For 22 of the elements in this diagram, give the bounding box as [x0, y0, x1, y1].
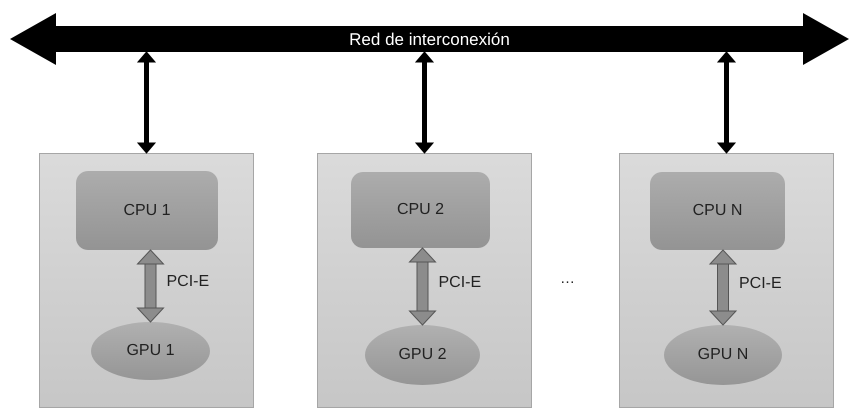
- node-label: CPU 1: [123, 200, 171, 220]
- server-box: [39, 153, 254, 408]
- double-arrow: [716, 51, 736, 154]
- node-label: GPU 2: [398, 345, 446, 365]
- double-arrow: [136, 249, 165, 323]
- node-label: GPU N: [698, 345, 748, 365]
- cpu-box: [650, 172, 785, 250]
- edge-label: PCI-E: [438, 274, 482, 290]
- server-box: [619, 153, 834, 408]
- double-arrow: [708, 249, 738, 326]
- node-label: CPU N: [692, 201, 742, 221]
- ellipsis-text: …: [560, 269, 575, 289]
- cpu-box: [351, 172, 490, 248]
- node-label: CPU 2: [396, 200, 444, 220]
- node-label: GPU 1: [126, 341, 174, 361]
- double-arrow: [414, 51, 434, 154]
- double-arrow: [136, 51, 156, 154]
- edge-label: PCI-E: [738, 276, 783, 292]
- server-box: [317, 153, 532, 408]
- double-arrow: [408, 247, 437, 326]
- node-label: Red de interconexión: [349, 30, 510, 48]
- cpu-box: [76, 171, 218, 250]
